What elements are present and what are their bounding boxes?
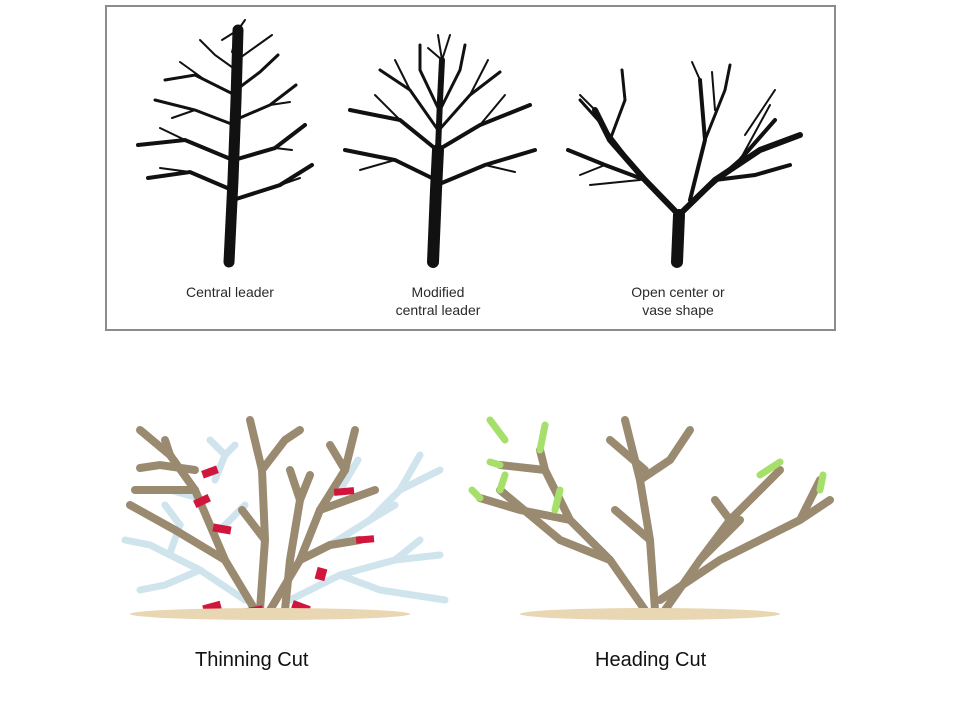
- growth-tip: [816, 471, 827, 494]
- growth-tip: [468, 486, 484, 502]
- growth-tip: [536, 421, 549, 454]
- modified-central-leader-caption: Modified central leader: [358, 283, 518, 319]
- cut-mark: [355, 535, 375, 544]
- growth-tip: [551, 486, 564, 514]
- caption-line: central leader: [395, 302, 481, 318]
- remaining-branches: [126, 416, 379, 614]
- open-center-tree-illustration: [566, 61, 803, 268]
- caption-line: Modified: [411, 284, 465, 300]
- cut-mark: [333, 487, 355, 496]
- caption-line: Open center or: [631, 284, 725, 300]
- cut-mark: [212, 523, 232, 535]
- central-leader-tree-illustration: [136, 19, 314, 268]
- open-center-caption: Open center or vase shape: [598, 283, 758, 319]
- growth-tip: [486, 458, 504, 469]
- growth-tip: [496, 471, 509, 494]
- headed-branches: [476, 416, 834, 614]
- heading-cut-label: Heading Cut: [595, 649, 707, 671]
- thinning-cut-label: Thinning Cut: [195, 649, 309, 671]
- ground: [520, 608, 780, 620]
- heading-cut-shrub-illustration: [468, 416, 834, 620]
- caption-line: vase shape: [642, 302, 714, 318]
- growth-tip: [486, 416, 509, 444]
- cut-mark: [193, 493, 211, 509]
- caption-line: Central leader: [186, 284, 274, 300]
- growth-tip: [756, 458, 784, 479]
- cut-mark: [201, 465, 219, 479]
- training-systems-panel: [105, 5, 836, 331]
- cut-mark: [314, 566, 328, 582]
- new-growth-tips: [468, 416, 827, 514]
- central-leader-caption: Central leader: [150, 283, 310, 301]
- modified-central-leader-tree-illustration: [343, 34, 537, 268]
- thinning-cut-shrub-illustration: [121, 416, 449, 620]
- ground: [130, 608, 410, 620]
